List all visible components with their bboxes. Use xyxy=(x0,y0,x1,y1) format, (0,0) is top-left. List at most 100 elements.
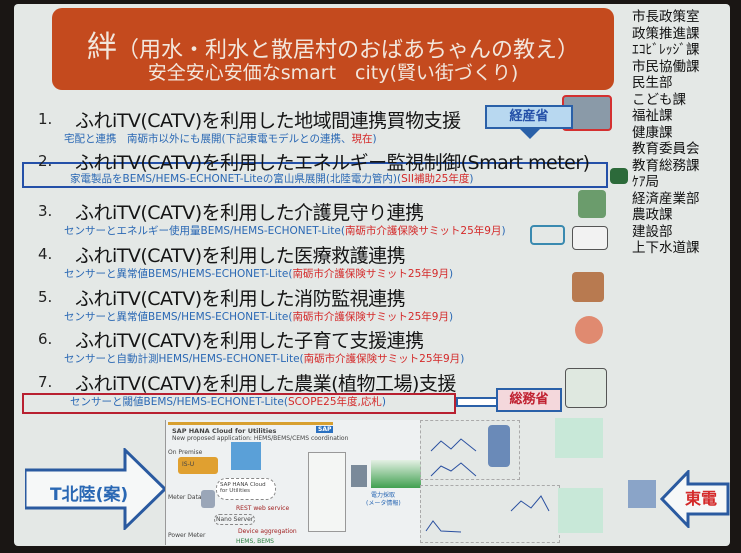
local-government-icon xyxy=(558,488,603,533)
bed-icon xyxy=(530,225,565,245)
department-item: 経済産業部 xyxy=(632,190,700,207)
isu-box: IS-U xyxy=(178,457,218,474)
sub-text: センサーと異常値BEMS/HEMS-ECHONET-Lite( xyxy=(64,311,293,323)
hokuriku-label: T北陸(案) xyxy=(50,485,129,505)
sub-text: 宅配と連携 南砺市以外にも展開(下記東電モデルとの連携、 xyxy=(64,133,352,145)
diagram-subtitle: New proposed application: HEMS/BEMS/CEMS… xyxy=(172,435,349,442)
item-number: 5. xyxy=(38,288,53,306)
item-subtitle: センサーとエネルギー使用量BEMS/HEMS-ECHONET-Lite(南砺市介… xyxy=(64,223,506,238)
title-line1: （用水・利水と散居村のおばあちゃんの教え） xyxy=(116,38,579,63)
monitoring-graphs xyxy=(420,420,520,480)
sub-highlight: 南砺市介護保険サミット25年9月 xyxy=(344,225,502,237)
tepco-label: 東電 xyxy=(685,489,718,508)
fire-house-icon xyxy=(572,272,604,302)
sap-logo: SAP xyxy=(316,426,334,433)
childcare-icon xyxy=(575,316,603,344)
meter-device-icon xyxy=(351,465,367,487)
meti-callout: 経産省 xyxy=(485,105,573,129)
sub-highlight: 南砺市介護保険サミット25年9月 xyxy=(303,353,461,365)
department-item: 教育委員会 xyxy=(632,141,700,157)
item-title: ふれiTV(CATV)を利用した介護見守り連携 xyxy=(75,202,424,224)
sub-end: ) xyxy=(469,173,474,185)
item-subtitle: センサーと閾値BEMS/HEMS-ECHONET-Lite(SCOPE25年度,… xyxy=(70,394,386,409)
department-item: 健康課 xyxy=(632,124,673,141)
item-title: ふれiTV(CATV)を利用した地域間連携買物支援 xyxy=(75,110,461,132)
item-title: ふれiTV(CATV)を利用した子育て支援連携 xyxy=(75,330,424,352)
sub-text: センサーと異常値BEMS/HEMS-ECHONET-Lite( xyxy=(64,268,293,280)
left-arrow-icon xyxy=(456,397,496,407)
title-line2: 安全安心安価なsmart city(賢い街づくり) xyxy=(147,62,519,84)
item-title: ふれiTV(CATV)を利用したエネルギー監視制御(Smart meter) xyxy=(75,152,590,174)
title-banner: 絆（用水・利水と散居村のおばあちゃんの教え） 安全安心安価なsmart city… xyxy=(52,8,614,90)
item-number: 6. xyxy=(38,330,53,348)
item-title: ふれiTV(CATV)を利用した消防監視連携 xyxy=(75,288,406,310)
sub-end: ) xyxy=(448,268,454,280)
item-number: 2. xyxy=(38,152,53,170)
family-icon xyxy=(555,418,603,458)
sub-end: ) xyxy=(460,353,465,365)
rest-label: REST web service xyxy=(236,505,290,512)
department-item: ｹｱ局 xyxy=(632,174,659,190)
sub-highlight: 南砺市介護保険サミット25年9月 xyxy=(292,268,449,280)
cloud-image xyxy=(231,442,261,470)
nano-server: Nano Server xyxy=(214,514,256,525)
aggregation-label: Device aggregation xyxy=(238,528,297,535)
sub-highlight: 南砺市介護保険サミット25年9月 xyxy=(292,311,449,323)
sub-end: ) xyxy=(448,311,454,323)
title-kanji: 絆 xyxy=(86,30,117,65)
item-number: 1. xyxy=(38,110,53,128)
hems-label: HEMS, BEMS xyxy=(236,538,274,545)
department-item: 市長政策室 xyxy=(632,9,700,25)
power-graph xyxy=(371,460,421,488)
department-item: 教育総務課 xyxy=(632,157,700,174)
department-item: 上下水道課 xyxy=(632,240,700,256)
department-item: 市民協働課 xyxy=(632,58,700,75)
sub-highlight: SCOPE25年度,応札 xyxy=(287,396,382,408)
sub-end: ) xyxy=(381,396,386,408)
department-item: 政策推進課 xyxy=(632,25,700,42)
on-premise-label: On Premise xyxy=(168,449,203,456)
sub-text: センサーと自動計測HEMS/HEMS-ECHONET-Lite( xyxy=(64,353,304,365)
item-title: ふれiTV(CATV)を利用した農業(植物工場)支援 xyxy=(75,373,456,395)
item-title: ふれiTV(CATV)を利用した医療救護連携 xyxy=(75,245,406,267)
item-subtitle: センサーと自動計測HEMS/HEMS-ECHONET-Lite(南砺市介護保険サ… xyxy=(64,351,464,366)
sub-text: 家電製品をBEMS/HEMS-ECHONET-Liteの富山県展開(北陸電力管内… xyxy=(70,173,402,185)
sub-highlight: SII補助25年度 xyxy=(401,173,470,185)
meter-info-label: (メータ情報) xyxy=(366,500,401,507)
hospital-icon xyxy=(628,480,656,508)
department-item: 農政課 xyxy=(632,207,673,223)
sub-end: ) xyxy=(501,225,506,237)
department-item: ｴｺﾋﾞﾚｯｼﾞ課 xyxy=(632,42,700,58)
ambulance-icon xyxy=(572,226,608,250)
item-number: 7. xyxy=(38,373,53,391)
department-item: 民生部 xyxy=(632,75,673,91)
sub-text: センサーと閾値BEMS/HEMS-ECHONET-Lite( xyxy=(70,396,288,408)
sub-text: センサーとエネルギー使用量BEMS/HEMS-ECHONET-Lite( xyxy=(64,225,345,237)
item-number: 3. xyxy=(38,202,53,220)
sap-diagram: SAP HANA Cloud for Utilities New propose… xyxy=(165,420,421,545)
greenhouse-icon xyxy=(565,368,607,408)
department-item: こども課 xyxy=(632,91,686,108)
database-icon xyxy=(201,490,215,508)
down-arrow-icon xyxy=(520,129,540,139)
tepco-arrow-icon xyxy=(660,470,730,528)
item-subtitle: センサーと異常値BEMS/HEMS-ECHONET-Lite(南砺市介護保険サミ… xyxy=(64,309,453,324)
sub-highlight: 現在 xyxy=(351,133,373,145)
item-number: 4. xyxy=(38,245,53,263)
power-meter-label: Power Meter xyxy=(168,532,206,539)
sub-end: ) xyxy=(372,133,377,145)
network-diagram xyxy=(308,452,346,532)
elderly-person-icon xyxy=(488,425,510,467)
alert-graphs xyxy=(420,485,560,543)
caregiver-icon xyxy=(578,190,606,218)
department-item: 建設部 xyxy=(632,223,673,240)
item-subtitle: センサーと異常値BEMS/HEMS-ECHONET-Lite(南砺市介護保険サミ… xyxy=(64,266,453,281)
diagram-title: SAP HANA Cloud for Utilities xyxy=(172,427,277,435)
hokuriku-arrow-icon xyxy=(25,448,167,530)
item-subtitle: 家電製品をBEMS/HEMS-ECHONET-Liteの富山県展開(北陸電力管内… xyxy=(70,171,473,186)
diagram-top-bar xyxy=(168,422,333,425)
smart-meter-icon xyxy=(610,168,628,184)
mic-callout: 総務省 xyxy=(496,388,562,412)
power-collect-label: 電力採取 xyxy=(371,492,396,499)
highlight-box-item-7 xyxy=(22,393,456,414)
